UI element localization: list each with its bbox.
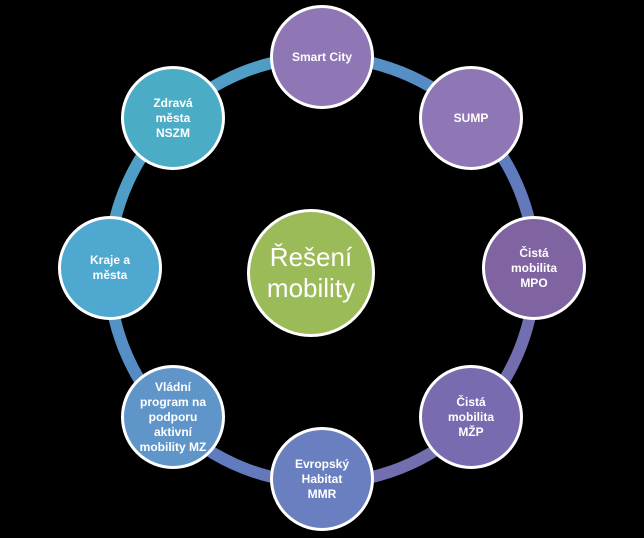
node-zdrava-mesta-nszm: Zdravá města NSZM	[121, 66, 225, 170]
node-cista-mobilita-mpo: Čistá mobilita MPO	[482, 216, 586, 320]
node-cista-mobilita-mzp: Čistá mobilita MŽP	[419, 365, 523, 469]
node-kraje-a-mesta: Kraje a města	[58, 216, 162, 320]
node-label-sump: SUMP	[453, 110, 489, 125]
node-vladni-program-mz: Vládní program na podporu aktivní mobili…	[121, 365, 225, 469]
center-node-reseni-mobility: Řešení mobility	[247, 209, 375, 337]
center-node-label: Řešení mobility	[266, 242, 356, 303]
node-label-cista-mobilita-mzp: Čistá mobilita MŽP	[447, 394, 494, 439]
node-label-zdrava-mesta-nszm: Zdravá města NSZM	[153, 95, 193, 140]
node-evropsky-habitat-mmr: Evropský Habitat MMR	[270, 427, 374, 531]
node-label-vladni-program-mz: Vládní program na podporu aktivní mobili…	[139, 379, 207, 454]
node-label-cista-mobilita-mpo: Čistá mobilita MPO	[510, 245, 557, 290]
node-label-kraje-a-mesta: Kraje a města	[89, 253, 131, 282]
node-label-evropsky-habitat-mmr: Evropský Habitat MMR	[294, 456, 350, 501]
node-label-smart-city: Smart City	[291, 49, 353, 64]
node-sump: SUMP	[419, 66, 523, 170]
node-smart-city: Smart City	[270, 5, 374, 109]
